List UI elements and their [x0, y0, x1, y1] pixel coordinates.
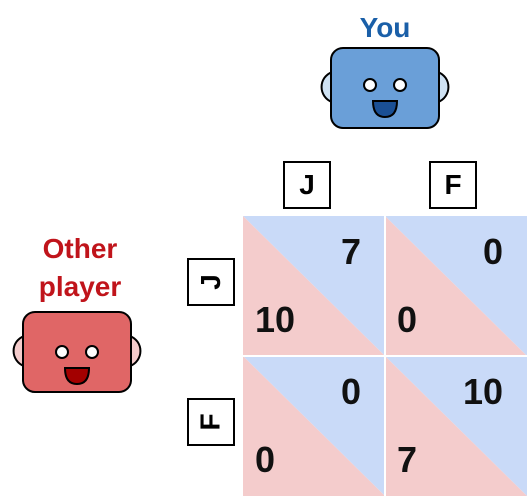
- payoff-cell-fj-bg: [243, 356, 385, 496]
- row-action-j: J: [187, 258, 235, 306]
- payoff-other-ff: 7: [397, 439, 418, 480]
- payoff-you-ff: 10: [462, 371, 503, 412]
- you-robot-right-eye: [393, 78, 407, 92]
- you-robot-mouth: [371, 100, 399, 119]
- matrix-grid-lines: [243, 216, 527, 496]
- other-player-label-line2: player: [38, 271, 122, 302]
- you-label: You: [359, 12, 411, 43]
- payoff-you-jj: 7: [340, 231, 361, 272]
- other-player-label-line1: Other: [42, 233, 118, 264]
- other-robot-right-eye: [85, 345, 99, 359]
- col-action-j-text: J: [299, 169, 315, 200]
- row-action-f: F: [187, 398, 235, 446]
- payoff-cell-jj: 7 10: [243, 216, 385, 356]
- payoff-cell-jf: 0 0: [385, 216, 527, 356]
- other-player-robot-avatar: [12, 311, 142, 393]
- payoff-you-fj: 0: [340, 371, 361, 412]
- you-robot-head: [330, 47, 440, 129]
- other-robot-head: [22, 311, 132, 393]
- payoff-other-fj: 0: [255, 439, 276, 480]
- you-robot-avatar: [320, 47, 450, 129]
- col-action-j: J: [283, 161, 331, 209]
- other-robot-left-eye: [55, 345, 69, 359]
- payoff-cell-ff-bg: [385, 356, 527, 496]
- other-player-label: Other player: [10, 230, 150, 306]
- you-robot-left-eye: [363, 78, 377, 92]
- col-action-f-text: F: [444, 169, 462, 200]
- payoff-cell-ff: 10 7: [385, 356, 527, 496]
- row-action-f-text: F: [194, 413, 226, 431]
- col-action-f: F: [429, 161, 477, 209]
- payoff-cell-jf-bg: [385, 216, 527, 356]
- payoff-cell-jj-bg: [243, 216, 385, 356]
- payoff-other-jf: 0: [397, 299, 418, 340]
- other-robot-mouth: [63, 367, 91, 386]
- payoff-cell-fj: 0 0: [243, 356, 385, 496]
- payoff-you-jf: 0: [482, 231, 503, 272]
- payoff-other-jj: 10: [255, 299, 296, 340]
- row-action-j-text: J: [194, 274, 226, 290]
